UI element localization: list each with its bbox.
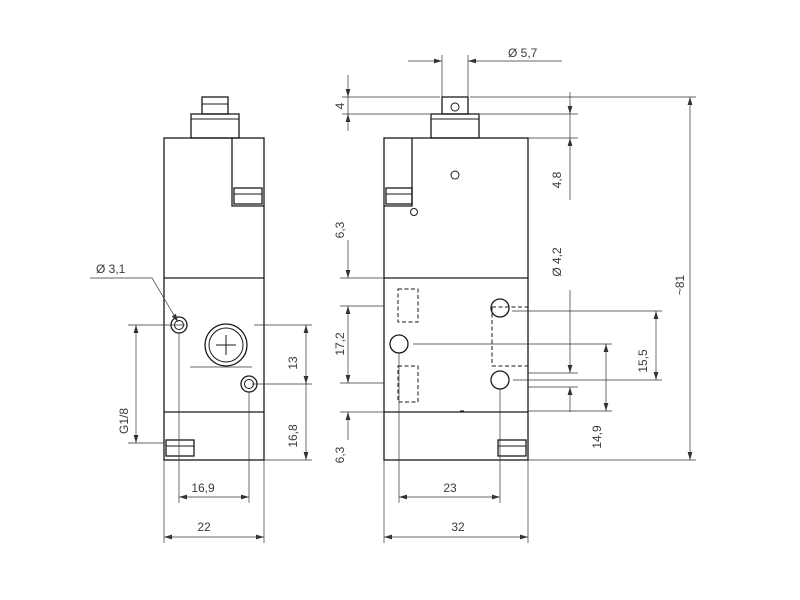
dia-3-1-leader	[90, 277, 179, 323]
label-6-3-upper: 6,3	[333, 221, 347, 238]
label-16-8: 16,8	[286, 424, 300, 448]
side-view-connector	[231, 138, 264, 207]
label-13: 13	[286, 356, 300, 370]
front-view	[383, 96, 529, 461]
front-view-connector	[384, 138, 413, 207]
label-4-8: 4,8	[550, 171, 564, 188]
label-23: 23	[443, 481, 457, 495]
label-g1-8: G1/8	[117, 408, 131, 434]
front-view-foot	[497, 439, 527, 457]
side-view-body	[163, 137, 265, 461]
front-view-mounting-hole-lower	[490, 370, 510, 390]
front-view-port	[389, 334, 409, 354]
label-32: 32	[451, 520, 465, 534]
label-15-5: 15,5	[636, 349, 650, 373]
dimension-labels: Ø 5,7 Ø 3,1 4 4,8 6,3 17,2 6,3 Ø 4,2 13 …	[96, 46, 687, 534]
front-view-dimensions	[340, 55, 696, 543]
label-dia-5-7: Ø 5,7	[508, 46, 538, 60]
side-view-foot	[165, 439, 195, 457]
label-17-2: 17,2	[333, 332, 347, 356]
front-view-actuator	[430, 96, 480, 139]
front-view-mounting-hole-upper	[490, 298, 510, 318]
label-4: 4	[333, 102, 347, 109]
front-view-body	[383, 137, 529, 461]
label-81: ~81	[673, 274, 687, 295]
label-14-9: 14,9	[590, 425, 604, 449]
front-view-indicator-hole	[450, 170, 460, 180]
label-dia-4-2: Ø 4,2	[550, 247, 564, 277]
label-16-9: 16,9	[191, 481, 215, 495]
side-view-actuator	[190, 96, 240, 139]
front-view-small-hole	[410, 208, 418, 216]
side-view-dimensions	[90, 277, 312, 543]
front-view-hidden-ports	[397, 288, 528, 403]
label-dia-3-1: Ø 3,1	[96, 262, 126, 276]
label-6-3-lower: 6,3	[333, 446, 347, 463]
side-view-port-g1-8	[204, 323, 248, 367]
label-22: 22	[197, 520, 211, 534]
